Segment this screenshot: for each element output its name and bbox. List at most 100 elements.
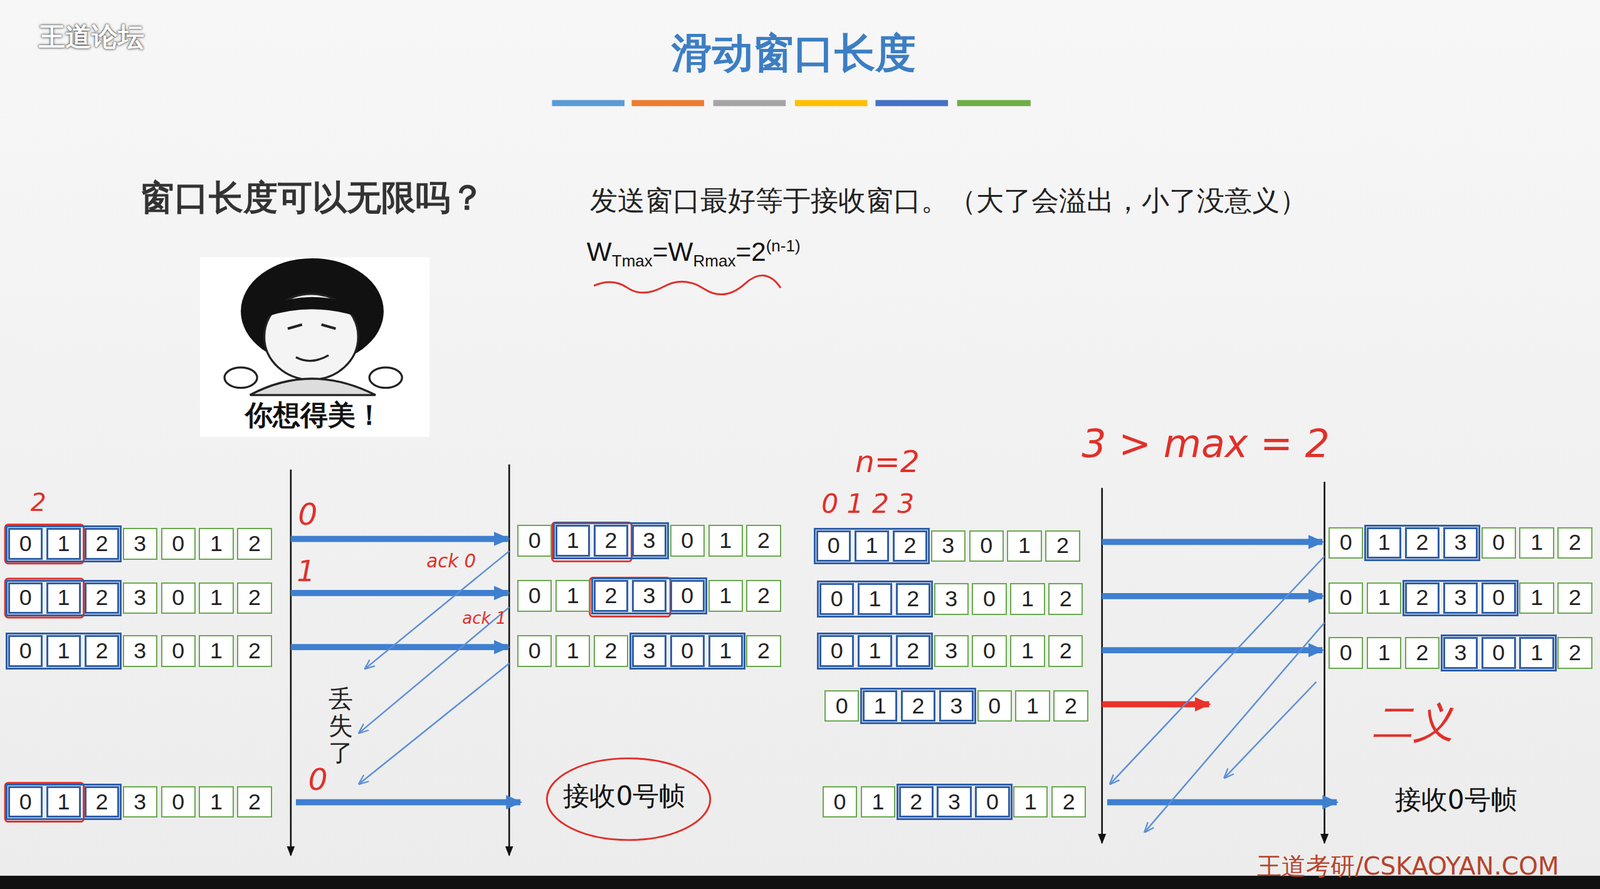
frame-cell: 0 bbox=[977, 690, 1012, 722]
frame-number: 2 bbox=[605, 638, 618, 664]
note-text: 发送窗口最好等于接收窗口。（大了会溢出，小了没意义） bbox=[589, 185, 1308, 216]
hand-note: 0 1 2 3 bbox=[821, 489, 915, 520]
frame-cell: 0 bbox=[819, 635, 854, 667]
frame-number: 1 bbox=[210, 531, 223, 557]
frame-cell: 1 bbox=[46, 786, 81, 818]
frame-cell: 0 bbox=[8, 527, 43, 560]
frame-cell: 1 bbox=[862, 690, 898, 722]
receive-note: 接收0号帧 bbox=[1394, 785, 1518, 816]
frame-number: 0 bbox=[830, 638, 844, 664]
frame-cell: 1 bbox=[860, 786, 896, 818]
frame-number: 2 bbox=[95, 531, 108, 557]
frame-number: 3 bbox=[133, 531, 147, 557]
frame-number: 0 bbox=[19, 638, 32, 664]
frame-cell: 1 bbox=[1519, 582, 1554, 614]
frame-number: 0 bbox=[680, 638, 694, 664]
frame-cell: 2 bbox=[892, 530, 928, 562]
frame-cell: 1 bbox=[1366, 636, 1402, 669]
hand-boxes bbox=[5, 522, 711, 841]
frame-cell: 2 bbox=[895, 583, 931, 615]
hand-note: 二义 bbox=[1372, 700, 1454, 746]
frame-cell: 0 bbox=[8, 786, 43, 818]
frame-number: 0 bbox=[979, 532, 993, 559]
frame-number: 3 bbox=[944, 586, 958, 612]
frame-number: 3 bbox=[642, 638, 656, 664]
frame-cell: 2 bbox=[84, 527, 120, 560]
frame-number: 1 bbox=[1530, 529, 1543, 556]
lost-frame-arrow bbox=[1102, 700, 1210, 708]
frame-cell: 2 bbox=[84, 786, 120, 818]
frame-cell: 0 bbox=[1481, 527, 1516, 559]
frame-cell: 1 bbox=[854, 530, 890, 562]
frame-cell: 2 bbox=[1048, 583, 1083, 615]
frame-cell: 0 bbox=[816, 530, 851, 562]
frame-number: 1 bbox=[865, 532, 879, 559]
frame-number: 2 bbox=[1056, 532, 1069, 559]
frame-number: 0 bbox=[171, 638, 185, 664]
frame-number: 3 bbox=[1453, 640, 1467, 666]
frame-cell: 2 bbox=[1048, 635, 1083, 667]
frame-number: 0 bbox=[1339, 640, 1353, 666]
frame-cell: 3 bbox=[1443, 582, 1478, 614]
frame-cell: 2 bbox=[1557, 527, 1592, 559]
frame-cell: 1 bbox=[1013, 786, 1048, 818]
frame-cell: 0 bbox=[670, 524, 705, 557]
frame-number: 0 bbox=[528, 527, 542, 554]
frame-cell: 0 bbox=[517, 524, 552, 557]
frame-cell: 1 bbox=[857, 635, 893, 667]
frame-cell: 2 bbox=[900, 690, 936, 722]
frame-number: 1 bbox=[566, 527, 580, 554]
formula-part: =2 bbox=[735, 236, 766, 267]
frame-cell: 2 bbox=[236, 582, 272, 614]
frame-cell: 2 bbox=[1045, 530, 1080, 562]
footer-url: 王道考研/CSKAOYAN.COM bbox=[1257, 853, 1560, 881]
frame-cell: 1 bbox=[1015, 690, 1050, 722]
frame-number: 0 bbox=[1492, 529, 1505, 556]
frame-number: 3 bbox=[133, 638, 147, 664]
frame-number: 1 bbox=[1378, 529, 1391, 556]
frame-cell: 1 bbox=[555, 579, 590, 612]
frame-number: 2 bbox=[248, 584, 261, 611]
frame-cell: 3 bbox=[122, 527, 158, 560]
frame-cell: 2 bbox=[236, 635, 272, 667]
hand-underline bbox=[593, 275, 781, 295]
frame-number: 0 bbox=[19, 584, 32, 611]
frame-number: 2 bbox=[1062, 789, 1076, 816]
hand-note: 1 bbox=[297, 556, 316, 588]
frame-cell: 2 bbox=[1557, 636, 1592, 669]
frame-number: 1 bbox=[1026, 693, 1039, 720]
frame-number: 1 bbox=[210, 584, 223, 611]
frame-number: 2 bbox=[909, 789, 923, 816]
frame-number: 1 bbox=[1018, 532, 1031, 559]
meme-caption: 你想得美！ bbox=[245, 400, 384, 431]
frame-number: 0 bbox=[1492, 640, 1505, 666]
frame-number: 0 bbox=[1339, 584, 1353, 611]
frame-cell: 1 bbox=[708, 579, 743, 612]
frame-cell: 2 bbox=[236, 527, 272, 560]
frame-number: 2 bbox=[906, 586, 920, 612]
hand-note: n=2 bbox=[855, 445, 920, 479]
frame-cell: 3 bbox=[631, 635, 667, 667]
frame-cell: 0 bbox=[824, 690, 859, 722]
frame-cell: 3 bbox=[631, 579, 667, 612]
frame-number: 2 bbox=[248, 789, 261, 816]
frame-cell: 0 bbox=[971, 583, 1007, 615]
frame-cell: 2 bbox=[746, 579, 781, 612]
frame-number: 3 bbox=[133, 789, 147, 816]
frame-cell: 2 bbox=[899, 786, 934, 818]
frame-number: 0 bbox=[528, 638, 542, 664]
frame-number: 2 bbox=[605, 527, 618, 554]
frame-cell: 0 bbox=[1481, 636, 1516, 669]
frame-cell: 3 bbox=[122, 786, 158, 818]
frame-number: 3 bbox=[1453, 584, 1467, 611]
formula-part: (n-1) bbox=[766, 236, 801, 256]
frame-number: 1 bbox=[871, 789, 885, 816]
frame-number: 0 bbox=[19, 531, 32, 557]
frame-number: 1 bbox=[1530, 584, 1543, 611]
hand-note: 2 bbox=[30, 489, 47, 517]
frame-number: 0 bbox=[986, 789, 999, 816]
frame-cell: 0 bbox=[517, 579, 552, 612]
frame-number: 1 bbox=[566, 583, 580, 609]
frame-cell: 2 bbox=[1405, 582, 1440, 614]
hand-note: 0 bbox=[308, 763, 328, 797]
